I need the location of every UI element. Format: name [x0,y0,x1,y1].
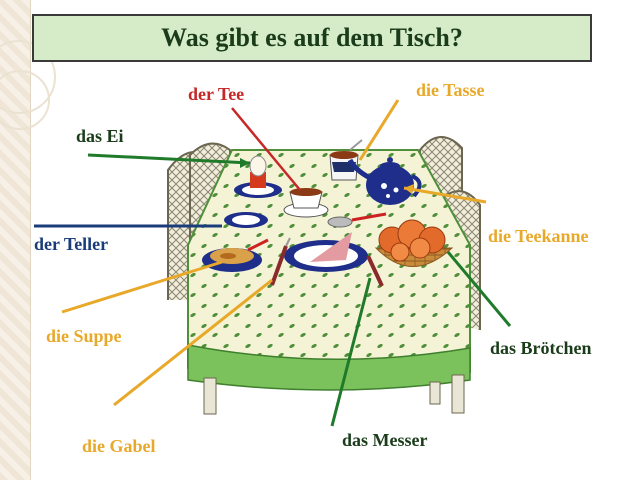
label-das-messer: das Messer [342,430,428,450]
label-der-teller: der Teller [34,234,109,254]
label-der-tee: der Tee [188,84,245,104]
label-die-teekanne: die Teekanne [488,226,589,246]
table-legs [203,374,465,415]
label-das-ei: das Ei [76,126,124,146]
side-plate [224,212,268,228]
pointer-lines [34,99,512,427]
label-das-broetchen: das Brötchen [490,338,592,358]
title-box: Was gibt es auf dem Tisch? [32,14,592,62]
tea-cup [283,188,329,218]
page-title: Was gibt es auf dem Tisch? [161,23,463,52]
label-die-tasse: die Tasse [416,80,485,100]
knife [366,255,384,287]
label-die-gabel: die Gabel [82,436,156,456]
bread-basket [374,219,454,267]
spoon [327,212,387,228]
teapot [347,157,422,205]
label-die-suppe: die Suppe [46,326,122,346]
egg [234,155,282,198]
soup-bowl [202,238,269,272]
decorative-ring [0,70,50,130]
fork [270,237,291,286]
dinner-plate [284,232,368,272]
